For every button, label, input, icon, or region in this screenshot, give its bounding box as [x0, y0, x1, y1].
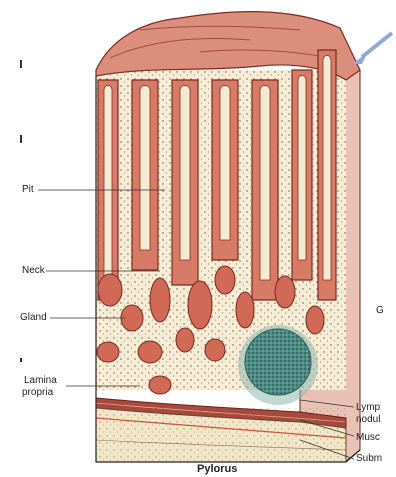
label-neck: Neck: [22, 265, 45, 276]
label-submucosa: Subm: [356, 453, 382, 464]
label-nodule: nodul: [356, 414, 380, 425]
label-lamina: Lamina: [24, 375, 57, 386]
label-muscularis: Musc: [356, 432, 380, 443]
pointer-arrow-icon: [352, 33, 392, 64]
label-g-fragment: G: [376, 305, 384, 316]
label-gland: Gland: [20, 312, 47, 323]
label-propria: propria: [22, 387, 53, 398]
label-pit: Pit: [22, 184, 34, 195]
label-lymph: Lymp: [356, 402, 380, 413]
lymphatic-nodule: [238, 325, 318, 405]
caption-pylorus: Pylorus: [197, 464, 237, 475]
